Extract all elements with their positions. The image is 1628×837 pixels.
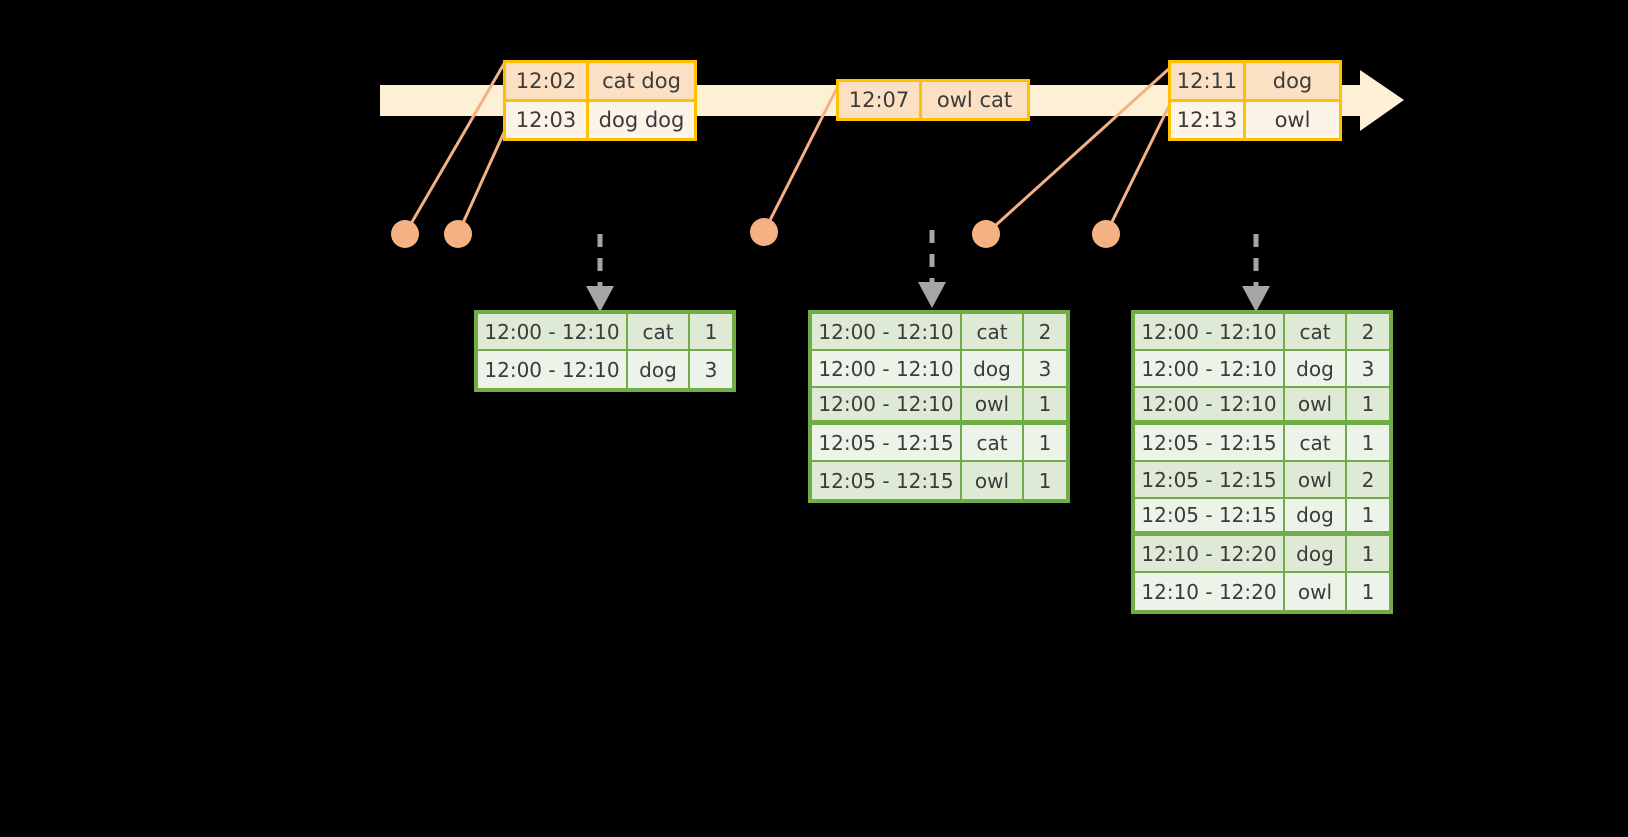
cell-word: owl (1285, 462, 1347, 499)
event-time: 12:03 (506, 102, 589, 138)
cell-count: 2 (1347, 462, 1389, 499)
cell-count: 3 (1347, 351, 1389, 388)
cell-window: 12:00 - 12:10 (812, 351, 962, 388)
connector-line-5 (1104, 103, 1172, 235)
emit-arrows (597, 230, 1259, 288)
cell-word: dog (1285, 536, 1347, 573)
cell-window: 12:05 - 12:15 (1135, 425, 1285, 462)
cell-word: dog (962, 351, 1024, 388)
timeline-event-group-1[interactable]: 12:02 cat dog 12:03 dog dog (503, 60, 697, 141)
cell-count: 1 (690, 314, 732, 351)
cell-count: 1 (1347, 425, 1389, 462)
timeline-event-group-2[interactable]: 12:07 owl cat (836, 79, 1030, 121)
event-words: owl (1246, 102, 1339, 138)
cell-count: 1 (1347, 499, 1389, 536)
cell-word: owl (962, 462, 1024, 499)
cell-count: 2 (1024, 314, 1066, 351)
event-dot-2 (444, 220, 472, 248)
event-words: owl cat (922, 82, 1027, 118)
cell-count: 1 (1024, 462, 1066, 499)
cell-count: 2 (1347, 314, 1389, 351)
timeline-event-row[interactable]: 12:11 dog (1171, 63, 1339, 99)
cell-window: 12:10 - 12:20 (1135, 573, 1285, 610)
cell-count: 1 (1347, 536, 1389, 573)
timeline-event-row[interactable]: 12:13 owl (1171, 99, 1339, 138)
emit-arrowheads (586, 282, 1270, 312)
cell-word: owl (962, 388, 1024, 425)
cell-window: 12:00 - 12:10 (812, 388, 962, 425)
event-dot-1 (391, 220, 419, 248)
cell-count: 3 (1024, 351, 1066, 388)
cell-word: dog (1285, 351, 1347, 388)
connector-line-1 (403, 61, 507, 235)
event-time: 12:13 (1171, 102, 1246, 138)
cell-window: 12:00 - 12:10 (478, 351, 628, 388)
cell-window: 12:05 - 12:15 (1135, 462, 1285, 499)
cell-word: cat (962, 314, 1024, 351)
cell-word: cat (628, 314, 690, 351)
event-dots (391, 218, 1120, 248)
cell-count: 3 (690, 351, 732, 388)
cell-window: 12:10 - 12:20 (1135, 536, 1285, 573)
event-words: dog (1246, 63, 1339, 99)
cell-count: 1 (1024, 425, 1066, 462)
cell-window: 12:00 - 12:10 (812, 314, 962, 351)
cell-window: 12:05 - 12:15 (812, 462, 962, 499)
event-time: 12:07 (839, 82, 922, 118)
cell-window: 12:00 - 12:10 (478, 314, 628, 351)
cell-count: 1 (1347, 573, 1389, 610)
timeline-event-row[interactable]: 12:02 cat dog (506, 63, 694, 99)
event-dot-4 (972, 220, 1000, 248)
connector-line-3 (762, 81, 842, 233)
timeline-event-row[interactable]: 12:07 owl cat (839, 82, 1027, 118)
event-words: dog dog (589, 102, 694, 138)
cell-word: cat (1285, 314, 1347, 351)
event-words: cat dog (589, 63, 694, 99)
cell-word: owl (1285, 573, 1347, 610)
cell-window: 12:05 - 12:15 (812, 425, 962, 462)
event-dot-5 (1092, 220, 1120, 248)
cell-window: 12:00 - 12:10 (1135, 314, 1285, 351)
cell-window: 12:05 - 12:15 (1135, 499, 1285, 536)
cell-window: 12:00 - 12:10 (1135, 388, 1285, 425)
cell-word: owl (1285, 388, 1347, 425)
cell-word: cat (1285, 425, 1347, 462)
timeline-event-row[interactable]: 12:03 dog dog (506, 99, 694, 138)
cell-word: cat (962, 425, 1024, 462)
cell-word: dog (628, 351, 690, 388)
cell-word: dog (1285, 499, 1347, 536)
timeline-event-group-3[interactable]: 12:11 dog 12:13 owl (1168, 60, 1342, 141)
event-time: 12:11 (1171, 63, 1246, 99)
event-dot-3 (750, 218, 778, 246)
cell-count: 1 (1024, 388, 1066, 425)
connector-line-2 (456, 127, 508, 235)
cell-window: 12:00 - 12:10 (1135, 351, 1285, 388)
event-time: 12:02 (506, 63, 589, 99)
cell-count: 1 (1347, 388, 1389, 425)
